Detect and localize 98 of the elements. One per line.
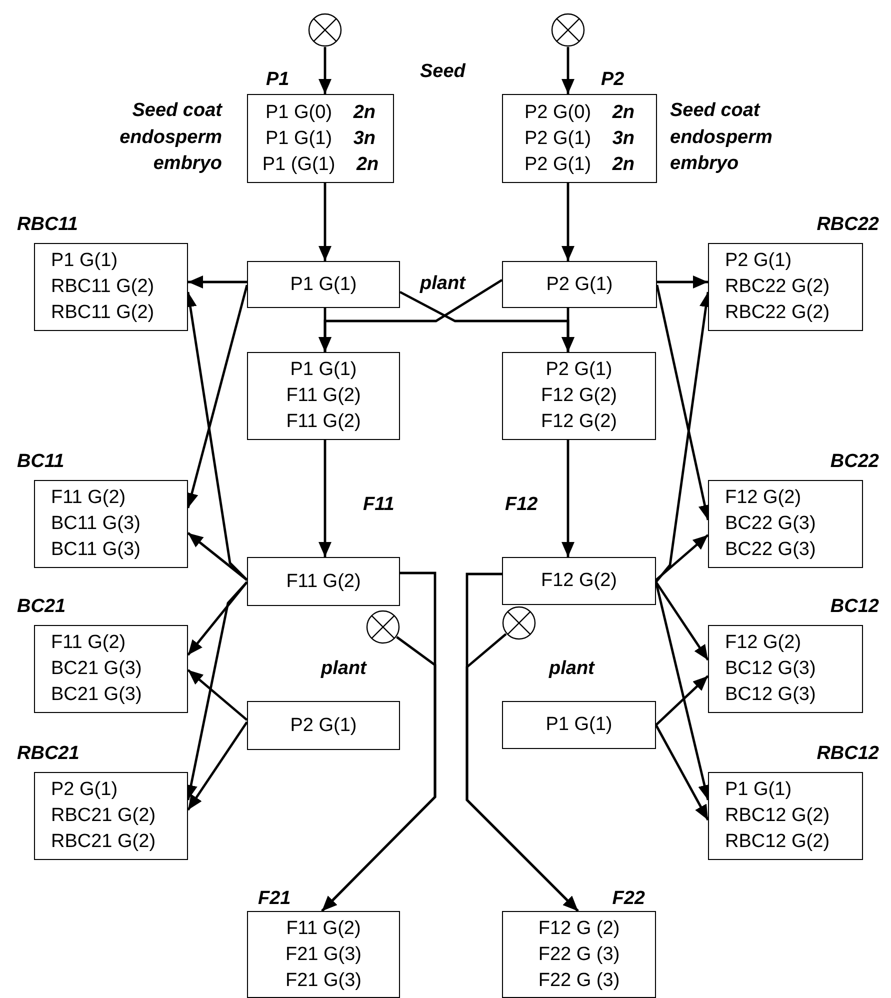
arrow	[318, 278, 503, 352]
generation-heading: F22	[612, 888, 645, 910]
arrow	[466, 633, 579, 912]
arrow	[318, 183, 332, 261]
genotype-text: P1 G(0) 2n	[266, 100, 376, 124]
arrow	[562, 440, 574, 557]
arrow	[655, 581, 709, 661]
genotype-text: P1 (G(1) 2n	[262, 152, 379, 176]
genotype-text: P2 G(1) 2n	[524, 152, 634, 176]
genotype-text: F12 G(2)	[725, 486, 802, 510]
genotype-text: RBC12 G(2)	[725, 804, 830, 828]
generation-heading: RBC11	[17, 214, 78, 236]
genotype-text: BC22 G(3)	[725, 512, 816, 536]
arrow	[188, 276, 247, 288]
genotype-text: BC21 G(3)	[51, 683, 142, 707]
genotype-text: F12 G(2)	[725, 631, 802, 655]
arrow	[562, 47, 574, 94]
arrow	[655, 675, 709, 726]
genotype-text: RBC21 G(2)	[51, 830, 156, 854]
arrow	[657, 276, 708, 288]
crossing-circle	[551, 13, 585, 47]
arrow	[318, 47, 332, 94]
arrow	[655, 534, 709, 581]
genotype-box	[247, 557, 400, 606]
generation-heading: P1	[266, 69, 290, 91]
generation-heading: RBC22	[816, 214, 879, 236]
genotype-text: F11 G(2)	[286, 410, 361, 434]
arrow	[187, 532, 248, 581]
genotype-text: RBC12 G(2)	[725, 830, 830, 854]
tissue-label: Seed coat	[670, 99, 760, 123]
arrow	[562, 308, 574, 352]
crossing-circle	[502, 606, 536, 640]
generation-heading: P2	[601, 69, 624, 91]
genotype-text: P2 G(1)	[51, 778, 118, 802]
genotype-text: RBC11 G(2)	[51, 301, 154, 325]
generation-heading: BC21	[17, 596, 66, 618]
genotype-text: BC11 G(3)	[51, 538, 140, 562]
arrow	[187, 721, 248, 811]
genotype-text: RBC11 G(2)	[51, 275, 154, 299]
genotype-text: RBC21 G(2)	[51, 804, 156, 828]
tissue-label: endosperm	[120, 126, 222, 150]
genotype-text: P1 G(1)	[725, 778, 792, 802]
generation-heading: BC22	[830, 451, 879, 473]
genotype-text: P1 G(1)	[546, 713, 612, 737]
genotype-box	[502, 261, 657, 308]
arrow	[187, 669, 248, 721]
genotype-text: F11 G(2)	[51, 486, 126, 510]
genotype-text: P1 G(1) 3n	[266, 126, 376, 150]
genotype-box	[247, 352, 400, 440]
genotype-text: F12 G(2)	[540, 569, 618, 593]
genotype-box	[502, 557, 656, 605]
generation-heading: plant	[549, 658, 594, 680]
genotype-text: F12 G(2)	[540, 410, 618, 434]
genotype-text: F11 G(2)	[286, 916, 361, 940]
generation-heading: RBC12	[816, 743, 879, 765]
genotype-text: P1 G(1)	[290, 358, 357, 382]
genotype-text: P2 G(1)	[725, 249, 792, 273]
genotype-text: BC12 G(3)	[725, 683, 816, 707]
tissue-label: endosperm	[670, 126, 772, 150]
genotype-text: F12 G(2)	[540, 384, 618, 408]
genotype-text: P1 G(1)	[290, 272, 357, 296]
genotype-text: F22 G (3)	[538, 942, 620, 966]
genotype-text: BC12 G(3)	[725, 657, 816, 681]
generation-heading: BC11	[17, 451, 64, 473]
arrow	[654, 724, 710, 821]
genotype-box	[502, 352, 656, 440]
genotype-text: P2 G(1)	[290, 714, 357, 738]
genotype-text: P2 G(0) 2n	[524, 100, 634, 124]
tissue-label: embryo	[670, 152, 739, 176]
genotype-text: P1 G(1)	[51, 249, 118, 273]
genotype-text: F11 G(2)	[51, 631, 126, 655]
genotype-text: RBC22 G(2)	[725, 301, 830, 325]
stage-label: plant	[420, 273, 466, 295]
genotype-text: BC21 G(3)	[51, 657, 142, 681]
genotype-text: P2 G(1)	[546, 272, 613, 296]
genotype-text: F11 G(2)	[286, 570, 361, 594]
arrow	[562, 183, 574, 261]
genotype-text: BC11 G(3)	[51, 512, 140, 536]
genotype-box	[247, 261, 400, 308]
generation-heading: plant	[321, 658, 366, 680]
genotype-text: RBC22 G(2)	[725, 275, 830, 299]
tissue-label: embryo	[153, 152, 222, 176]
genotype-text: P2 G(1)	[546, 358, 612, 382]
genotype-text: F22 G (3)	[538, 968, 620, 992]
genotype-text: F11 G(2)	[286, 384, 361, 408]
genotype-text: P2 G(1) 3n	[524, 126, 634, 150]
crossing-circle	[366, 610, 400, 644]
arrow	[318, 440, 332, 557]
genotype-text: BC22 G(3)	[725, 538, 816, 562]
generation-heading: RBC21	[17, 743, 80, 765]
genotype-text: F12 G (2)	[538, 916, 620, 940]
tissue-label: Seed coat	[132, 99, 222, 123]
arrow	[321, 636, 436, 912]
crossing-circle	[308, 13, 342, 47]
generation-heading: BC12	[830, 596, 879, 618]
genotype-text: F21 G(3)	[285, 968, 362, 992]
generation-heading: F21	[258, 888, 291, 910]
genotype-text: F21 G(3)	[285, 942, 362, 966]
